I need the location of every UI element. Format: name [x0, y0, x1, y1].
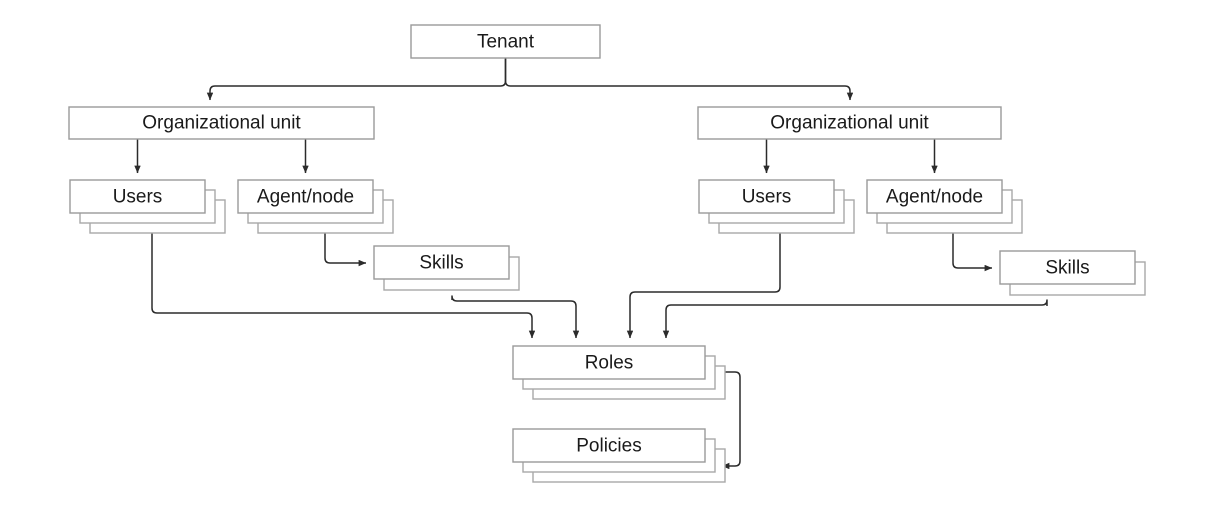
node-skills-left[interactable]: Skills	[373, 245, 520, 291]
skills-right-box[interactable]	[999, 250, 1136, 285]
skills-left-box[interactable]	[373, 245, 510, 280]
org-unit-right-label: Organizational unit	[770, 113, 929, 134]
node-skills-right[interactable]: Skills	[999, 250, 1146, 296]
edge-agent-right-to-skills-right	[952, 233, 993, 272]
skills-right-label: Skills	[1045, 258, 1089, 279]
tenant-label: Tenant	[477, 32, 535, 53]
users-left-box[interactable]	[69, 179, 206, 214]
edge-users-left-to-roles	[151, 233, 536, 339]
node-roles[interactable]: Roles	[512, 345, 726, 400]
roles-box[interactable]	[512, 345, 706, 380]
tenant-box[interactable]	[410, 24, 601, 59]
users-right-box[interactable]	[698, 179, 835, 214]
org-unit-left-label: Organizational unit	[142, 113, 301, 134]
edge-skills-right-to-roles	[662, 299, 1048, 339]
org-unit-right-box[interactable]	[697, 106, 1002, 140]
policies-label: Policies	[576, 436, 641, 457]
edge-tenant-to-org-left	[206, 58, 507, 101]
agent-left-label: Agent/node	[257, 187, 354, 208]
node-users-left[interactable]: Users	[69, 179, 226, 234]
agent-right-label: Agent/node	[886, 187, 983, 208]
node-tenant[interactable]: Tenant	[410, 24, 601, 59]
edge-tenant-to-org-right	[504, 58, 854, 101]
agent-right-box[interactable]	[866, 179, 1003, 214]
edge-users-right-to-roles	[626, 233, 781, 339]
org-unit-left-box[interactable]	[68, 106, 375, 140]
policies-box[interactable]	[512, 428, 706, 463]
node-agent-node-left[interactable]: Agent/node	[237, 179, 394, 234]
edge-agent-left-to-skills-left	[324, 233, 367, 267]
edge-skills-left-to-roles	[451, 295, 580, 339]
node-policies[interactable]: Policies	[512, 428, 726, 483]
users-left-label: Users	[113, 187, 163, 208]
skills-left-label: Skills	[419, 253, 463, 274]
node-org-unit-right[interactable]: Organizational unit	[697, 106, 1002, 140]
node-agent-node-right[interactable]: Agent/node	[866, 179, 1023, 234]
roles-label: Roles	[585, 353, 634, 374]
users-right-label: Users	[742, 187, 792, 208]
node-org-unit-left[interactable]: Organizational unit	[68, 106, 375, 140]
edge-roles-to-policies	[713, 371, 741, 470]
node-users-right[interactable]: Users	[698, 179, 855, 234]
agent-left-box[interactable]	[237, 179, 374, 214]
connector-layer	[134, 58, 1048, 470]
